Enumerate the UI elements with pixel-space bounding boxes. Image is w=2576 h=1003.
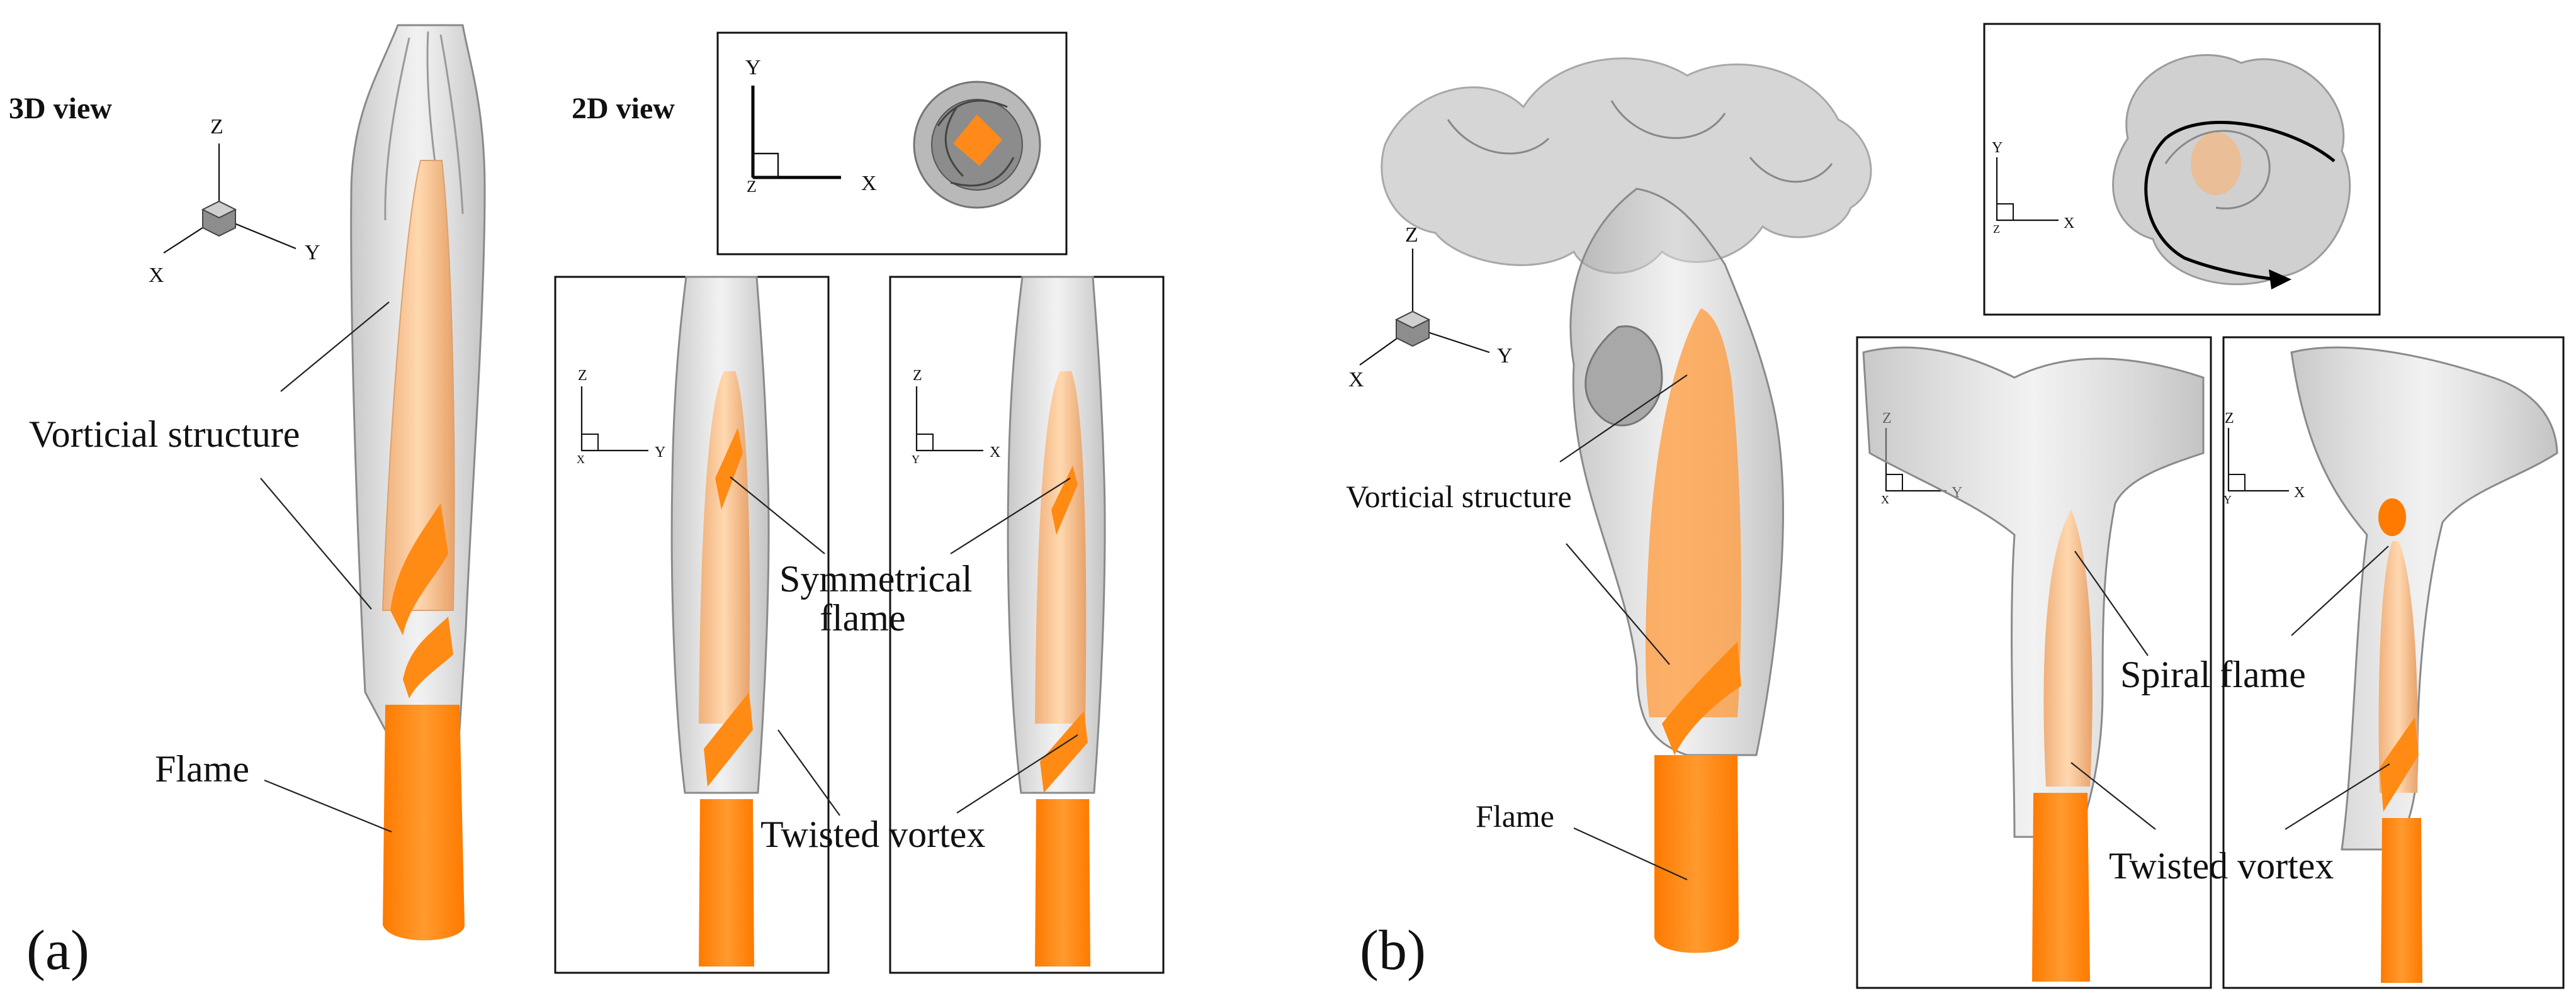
axis-label-y: Y xyxy=(305,241,320,264)
side1-axis-v-a: Z xyxy=(578,367,587,384)
side2-axis-c-b: Y xyxy=(2223,493,2232,506)
side1-axis-c-a: X xyxy=(577,453,585,466)
callout-spiral-b: Spiral flame xyxy=(2120,654,2306,695)
view-3d-label: 3D view xyxy=(9,92,112,125)
side2-axis-h-b: X xyxy=(2294,485,2305,501)
side1-axis-c-b: X xyxy=(1881,493,1889,506)
flame-vortex-3d-a xyxy=(350,24,486,941)
axis-label-z: Z xyxy=(210,115,223,138)
top-axis-h-a: X xyxy=(861,172,877,195)
callout-flame-a: Flame xyxy=(155,748,249,790)
callout-twisted-a: Twisted vortex xyxy=(760,814,985,855)
panel-letter-a: (a) xyxy=(26,919,89,982)
side-view-1-b: Z Y X xyxy=(1856,336,2212,989)
axis-triad-3d-b: Z X Y xyxy=(1348,223,1513,391)
top-axis-v-b: Y xyxy=(1992,140,2003,156)
callout-vortical-b: Vorticial structure xyxy=(1346,479,1572,514)
top-axis-v-a: Y xyxy=(745,56,761,79)
side-view-2-b: Z X Y xyxy=(2222,336,2565,989)
callout-vortical-a: Vorticial structure xyxy=(29,413,300,455)
top-view-b: Y X Z xyxy=(1983,23,2381,316)
callout-twisted-b: Twisted vortex xyxy=(2109,845,2334,887)
view-2d-label: 2D view xyxy=(572,92,675,125)
axis-triad-3d-a: Z X Y xyxy=(149,115,320,287)
top-axis-c-b: Z xyxy=(1993,223,2000,235)
side-view-1-a: Z Y X xyxy=(554,276,830,974)
axis-label-x-b: X xyxy=(1348,368,1364,391)
callout-symmetrical-line1: Symmetrical xyxy=(779,558,973,600)
side2-axis-v-b: Z xyxy=(2225,410,2234,427)
axis-label-y-b: Y xyxy=(1497,344,1513,367)
panel-b: Z X Y Vorticial structure Flame Y X xyxy=(1346,23,2565,989)
flame-vortex-3d-b xyxy=(1381,57,1872,953)
side2-axis-h-a: X xyxy=(990,444,1000,461)
callout-symmetrical-line2: flame xyxy=(820,597,906,639)
side-view-2-a: Z X Y xyxy=(889,276,1165,974)
side1-axis-h-a: Y xyxy=(655,444,665,461)
side2-axis-c-a: Y xyxy=(912,453,920,466)
top-view-a: Y X Z xyxy=(716,31,1068,255)
panel-letter-b: (b) xyxy=(1360,919,1426,982)
top-axis-c-a: Z xyxy=(747,177,757,196)
top-axis-h-b: X xyxy=(2064,215,2074,232)
callout-flame-b: Flame xyxy=(1476,798,1554,834)
panel-a: 3D view 2D view Z X Y Vorticial structur… xyxy=(9,24,1165,982)
axis-label-z-b: Z xyxy=(1405,223,1418,247)
axis-label-x: X xyxy=(149,264,164,287)
side2-axis-v-a: Z xyxy=(913,367,922,384)
